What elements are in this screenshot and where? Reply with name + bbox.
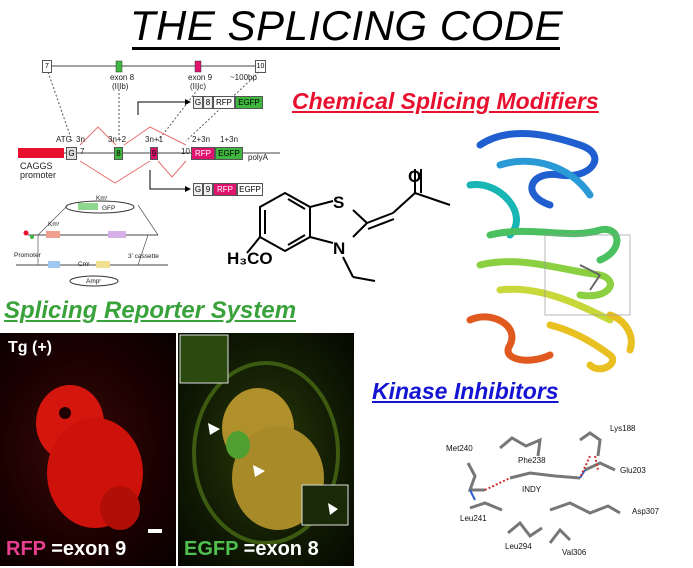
construct-exon8-box: 8 <box>114 147 123 160</box>
caggs-promoter-bar <box>18 148 64 158</box>
nitrogen-atom: N <box>333 239 346 258</box>
lower-9-box: 9 <box>203 183 213 196</box>
n2p3-label: 2+3n <box>192 135 211 144</box>
lower-g-box: G <box>193 183 203 196</box>
polya-label: polyA <box>248 153 269 162</box>
n3p1-label: 3n+1 <box>145 135 164 144</box>
n3-label: 3n <box>76 135 85 144</box>
exon7-box: 7 <box>42 60 52 73</box>
construct-rfp-box: RFP <box>191 147 215 160</box>
splicing-construct-diagram: 7 10 exon 8 (IIIb) exon 9 (IIIc) ~100bp … <box>0 55 290 196</box>
exon10-box: 10 <box>255 60 266 73</box>
page-title: THE SPLICING CODE <box>129 2 564 49</box>
protein-ribbon <box>466 130 635 373</box>
vector-gfp-label: GFP <box>102 205 116 212</box>
residue-asp307: Asp307 <box>632 507 660 516</box>
egfp-word: EGFP <box>184 538 239 560</box>
rfp-embryo-shape <box>36 385 162 533</box>
residue-leu241: Leu241 <box>460 514 487 523</box>
exon9-label: exon 9 <box>188 73 213 82</box>
title-underline <box>132 47 560 50</box>
construct-egfp-box: EGFP <box>215 147 243 160</box>
upper-egfp-box: EGFP <box>235 96 263 109</box>
binding-pocket-diagram: Met240 Phe238 Lys188 Glu203 INDY Leu241 … <box>430 418 690 563</box>
rfp-caption: RFP =exon 9 <box>6 538 126 561</box>
exon8-sublabel: (IIIb) <box>112 82 129 91</box>
construct-10-label: 10 <box>181 147 190 156</box>
reporter-heading: Splicing Reporter System <box>4 297 297 324</box>
vector-cmr-label: Cmʳ <box>78 261 90 268</box>
construct-exon9-box: 9 <box>150 147 158 160</box>
chemical-structure: S N O H₃CO <box>225 165 455 300</box>
oxygen-atom: O <box>408 167 422 186</box>
egfp-embryo-shape <box>179 334 349 545</box>
residue-lys188: Lys188 <box>610 424 636 433</box>
residue-val306: Val306 <box>562 548 587 557</box>
ligand-indy: INDY <box>522 485 542 494</box>
vector-ampr-label: Ampʳ <box>86 278 101 285</box>
vector-kmr2-label: Kmʳ <box>48 221 60 228</box>
egfp-embryo-photo: EGFP =exon 8 <box>178 333 354 566</box>
kinase-protein-structure <box>440 125 680 380</box>
egfp-exon-text: =exon 8 <box>238 538 319 560</box>
construct-7-label: 7 <box>80 147 85 156</box>
exon8-label: exon 8 <box>110 73 135 82</box>
caggs-label: CAGGS <box>20 161 53 171</box>
lower-rfp-box: RFP <box>213 183 237 196</box>
rfp-word: RFP <box>6 538 46 560</box>
binding-pocket-sticks <box>466 431 621 544</box>
residue-phe238: Phe238 <box>518 456 546 465</box>
n3p2-label: 3n+2 <box>108 135 127 144</box>
vector-promoter-label: Promoter <box>14 252 41 259</box>
residue-met240: Met240 <box>446 444 473 453</box>
upper-g-box: G <box>193 96 203 109</box>
methoxy-group: H₃CO <box>227 249 273 268</box>
rfp-exon-text: =exon 9 <box>45 538 127 560</box>
promoter-label: promoter <box>20 170 57 180</box>
construct-g-box: G <box>66 147 77 160</box>
rfp-embryo-photo: Tg (+) RFP =exon 9 <box>0 333 176 566</box>
upper-8-box: 8 <box>203 96 213 109</box>
construct-lines <box>47 60 280 192</box>
vector-map: Kmʳ GFP Kmʳ Promoter Cmʳ 3' cassette Amp… <box>8 195 178 295</box>
lower-egfp-box: EGFP <box>237 183 263 196</box>
exon9-sublabel: (IIIc) <box>190 82 206 91</box>
sulfur-atom: S <box>333 193 345 212</box>
residue-glu203: Glu203 <box>620 466 646 475</box>
vector-map-lines <box>16 200 168 287</box>
atg-label: ATG <box>56 135 72 144</box>
chemical-structure-drawing <box>246 169 451 282</box>
scale-label: ~100bp <box>230 73 257 82</box>
chemical-splicing-heading: Chemical Splicing Modifiers <box>292 88 599 114</box>
upper-rfp-box: RFP <box>213 96 235 109</box>
egfp-caption: EGFP =exon 8 <box>184 538 319 561</box>
n1p3-label: 1+3n <box>220 135 239 144</box>
kinase-heading: Kinase Inhibitors <box>372 378 559 404</box>
vector-kmr-label: Kmʳ <box>96 195 108 202</box>
vector-cassette-label: 3' cassette <box>128 253 159 260</box>
residue-leu294: Leu294 <box>505 542 532 551</box>
tg-label: Tg (+) <box>8 339 52 356</box>
